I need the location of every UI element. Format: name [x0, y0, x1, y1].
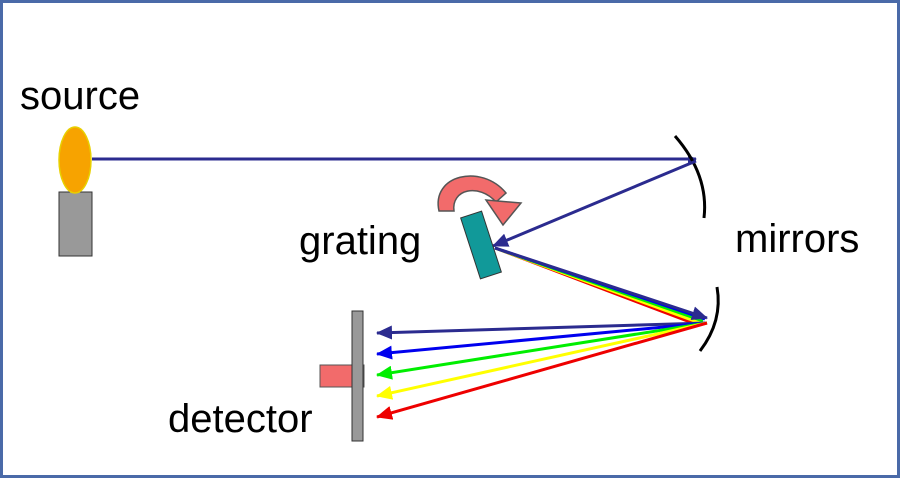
lamp-base	[58, 191, 93, 257]
spectrum-rays	[376, 321, 708, 420]
ray-yellow	[376, 321, 708, 400]
diffraction-grating	[460, 210, 502, 280]
ray-green	[376, 321, 708, 380]
ray-blue	[376, 321, 708, 360]
ray-red	[376, 321, 708, 420]
grating-label: grating	[299, 219, 421, 263]
mirrors-label: mirrors	[735, 217, 859, 261]
ray-navy	[376, 321, 708, 340]
flame-icon	[58, 126, 92, 194]
light-source	[58, 126, 93, 257]
dispersed-beams	[494, 246, 708, 327]
detector-plate	[351, 310, 364, 442]
collimated-beam	[492, 159, 697, 248]
monochromator-diagram: source grating mirrors detector	[20, 74, 859, 442]
source-label: source	[20, 74, 140, 118]
lower-mirror	[698, 286, 720, 352]
detector-label: detector	[168, 397, 313, 441]
curved-rotation-arrow-icon	[437, 175, 523, 227]
upper-mirror	[673, 135, 707, 219]
detector	[319, 310, 365, 442]
